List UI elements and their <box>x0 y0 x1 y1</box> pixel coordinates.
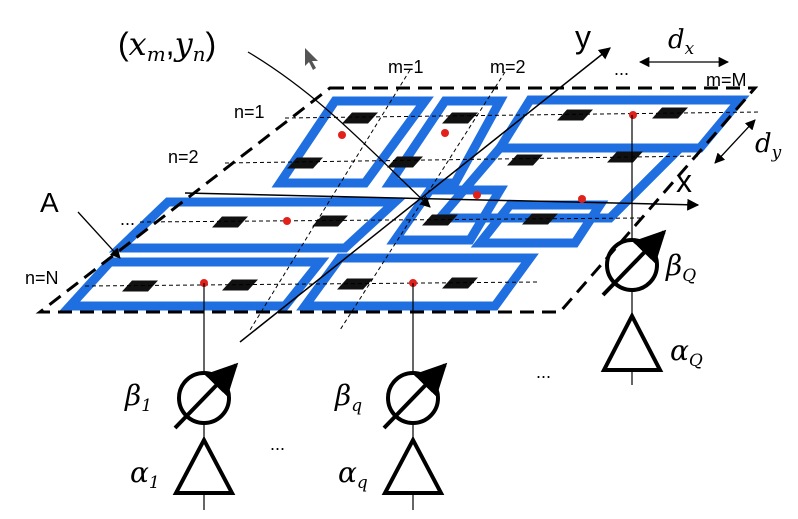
phase-shifter-icon <box>177 238 659 425</box>
ellipsis-between-chains: ... <box>270 434 285 454</box>
amplifier-triangle-icon <box>172 311 664 495</box>
alpha-label-q: αq <box>338 456 368 493</box>
patch-3 <box>557 109 593 121</box>
coordinate-label: (xm,yn) <box>118 25 216 66</box>
region-a-outline <box>35 86 759 314</box>
dx-label: dx <box>668 25 695 59</box>
patch-1 <box>342 112 378 124</box>
phase-shifter-arrows <box>173 229 667 430</box>
col-label-2: m=2 <box>490 57 526 77</box>
patch-11 <box>422 214 458 226</box>
ring-2 <box>381 96 508 188</box>
row-label-N: n=N <box>25 268 59 288</box>
ring-9 <box>296 253 539 311</box>
ring-3 <box>491 95 750 153</box>
feed-point-6 <box>578 195 586 203</box>
feed-lines <box>203 115 633 510</box>
patch-5 <box>287 157 323 169</box>
feed-point-5 <box>473 191 481 199</box>
row-label-1: n=1 <box>234 102 265 122</box>
dy-label: dy <box>755 129 782 163</box>
patch-10 <box>312 215 348 227</box>
radiating-patches <box>122 107 688 292</box>
beta-label-q: βq <box>334 379 362 416</box>
beta-label-Q: βQ <box>665 249 696 286</box>
row-label-2: n=2 <box>168 147 199 167</box>
beta-label-1: β1 <box>124 379 152 416</box>
x-axis <box>184 192 700 211</box>
patch-15 <box>337 278 373 290</box>
patch-7 <box>507 154 543 166</box>
region-pointer-arrow <box>77 211 121 259</box>
y-axis <box>239 47 611 343</box>
ring-7 <box>470 200 609 248</box>
axis-x-label: x <box>676 163 692 199</box>
col-label-ellipsis: ... <box>614 59 629 79</box>
alpha-label-1: α1 <box>130 456 160 493</box>
feed-point-1 <box>338 131 346 139</box>
axis-y-label: y <box>575 19 591 55</box>
col-label-M: m=M <box>706 70 747 90</box>
feed-point-3 <box>629 111 637 119</box>
ring-6 <box>386 185 508 245</box>
coord-pointer-arrow <box>247 51 431 208</box>
row-line-2 <box>224 155 701 164</box>
row-line-1 <box>284 111 761 119</box>
col-label-1: m=1 <box>388 57 424 77</box>
patch-6 <box>387 156 423 168</box>
ellipsis-right-chains: ... <box>536 362 551 382</box>
patch-13 <box>122 280 158 292</box>
row-line-3 <box>139 217 641 223</box>
region-label: A <box>40 187 59 218</box>
ring-4 <box>108 197 407 253</box>
feed-point-4 <box>283 217 291 225</box>
ring-1 <box>271 96 434 188</box>
col-line-1 <box>249 69 411 331</box>
patch-16 <box>442 277 478 289</box>
col-line-2 <box>339 71 506 331</box>
cursor-arrow-icon <box>305 48 318 70</box>
alpha-label-Q: αQ <box>670 334 703 371</box>
row-label-ellipsis: ... <box>120 209 135 229</box>
dy-dimension-arrow <box>714 119 756 164</box>
feed-point-2 <box>441 129 449 137</box>
patch-9 <box>212 216 248 228</box>
